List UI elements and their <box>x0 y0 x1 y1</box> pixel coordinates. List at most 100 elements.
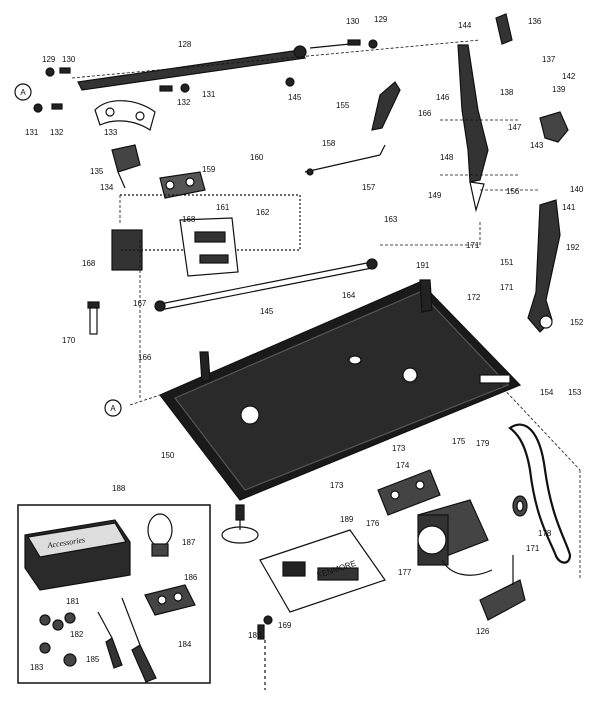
label-166: 166 <box>418 109 432 118</box>
label-131: 131 <box>202 90 216 99</box>
label-175: 175 <box>452 437 466 446</box>
label-192: 192 <box>566 243 580 252</box>
label-179: 179 <box>476 439 490 448</box>
label-173: 173 <box>330 481 344 490</box>
callout-a-top: A <box>14 83 32 101</box>
base-plate <box>159 279 522 501</box>
label-150: 150 <box>161 451 175 460</box>
label-186: 186 <box>184 573 198 582</box>
label-164: 164 <box>342 291 356 300</box>
label-141: 141 <box>562 203 576 212</box>
part-labels: 128 129 129 130 130 131 131 132 132 133 … <box>25 15 584 672</box>
light-bulb-187 <box>147 513 173 557</box>
label-153: 153 <box>568 388 582 397</box>
label-166: 166 <box>138 353 152 362</box>
label-143: 143 <box>530 141 544 150</box>
label-172: 172 <box>467 293 481 302</box>
label-171: 171 <box>526 544 540 553</box>
label-144: 144 <box>458 21 472 30</box>
label-138: 138 <box>500 88 514 97</box>
label-154: 154 <box>540 388 554 397</box>
label-149: 149 <box>428 191 442 200</box>
spool-part <box>221 504 259 544</box>
label-181: 181 <box>66 597 80 606</box>
part-143 <box>539 111 569 143</box>
motor-177 <box>417 499 493 576</box>
label-189: 189 <box>248 631 262 640</box>
screwdriver-185 <box>97 611 123 669</box>
leader-lines <box>71 39 581 580</box>
top-shaft <box>77 43 351 91</box>
label-139: 139 <box>552 85 566 94</box>
label-155: 155 <box>336 101 350 110</box>
label-160: 160 <box>250 153 264 162</box>
part-159 <box>159 171 206 199</box>
label-167: 167 <box>133 299 147 308</box>
label-151: 151 <box>500 258 514 267</box>
label-140: 140 <box>570 185 584 194</box>
label-158: 158 <box>322 139 336 148</box>
label-145: 145 <box>260 307 274 316</box>
label-126: 126 <box>476 627 490 636</box>
label-137: 137 <box>542 55 556 64</box>
label-188: 188 <box>112 484 126 493</box>
part-166 <box>371 81 401 131</box>
label-171: 171 <box>466 241 480 250</box>
label-147: 147 <box>508 123 522 132</box>
label-130: 130 <box>62 55 76 64</box>
label-163: 163 <box>384 215 398 224</box>
label-174: 174 <box>396 461 410 470</box>
label-177: 177 <box>398 568 412 577</box>
label-148: 148 <box>440 153 454 162</box>
label-152: 152 <box>570 318 584 327</box>
part-136 <box>495 13 513 45</box>
bracket-133 <box>94 100 156 131</box>
belt-179 <box>508 423 572 564</box>
label-189: 189 <box>340 515 354 524</box>
screwdriver-184 <box>121 597 157 683</box>
svg-text:A: A <box>20 88 26 97</box>
label-171: 171 <box>500 283 514 292</box>
card-189 <box>259 529 386 613</box>
label-178: 178 <box>538 529 552 538</box>
label-157: 157 <box>362 183 376 192</box>
label-136: 136 <box>528 17 542 26</box>
label-162: 162 <box>256 208 270 217</box>
label-182: 182 <box>70 630 84 639</box>
lever-146 <box>457 44 489 213</box>
label-183: 183 <box>30 663 44 672</box>
label-169: 169 <box>278 621 292 630</box>
label-132: 132 <box>50 128 64 137</box>
small-screws-top-left <box>33 39 378 113</box>
part-135 <box>111 144 141 189</box>
label-146: 146 <box>436 93 450 102</box>
label-187: 187 <box>182 538 196 547</box>
label-156: 156 <box>506 187 520 196</box>
label-168: 168 <box>182 215 196 224</box>
label-170: 170 <box>62 336 76 345</box>
label-185: 185 <box>86 655 100 664</box>
label-184: 184 <box>178 640 192 649</box>
plate-186 <box>144 584 196 616</box>
accessory-box-frame <box>17 504 211 684</box>
callout-a-bottom: A <box>104 399 122 417</box>
label-133: 133 <box>104 128 118 137</box>
label-130: 130 <box>346 17 360 26</box>
label-145: 145 <box>288 93 302 102</box>
part-168-frame <box>111 194 301 277</box>
label-161: 161 <box>216 203 230 212</box>
label-132: 132 <box>177 98 191 107</box>
bracket-126 <box>479 555 526 621</box>
rod-165 <box>154 258 378 312</box>
label-173: 173 <box>392 444 406 453</box>
small-parts-182-183 <box>39 612 77 667</box>
label-129: 129 <box>374 15 388 24</box>
presser-bar-151 <box>527 199 561 333</box>
label-168: 168 <box>82 259 96 268</box>
label-135: 135 <box>90 167 104 176</box>
pin-170 <box>87 301 100 335</box>
label-159: 159 <box>202 165 216 174</box>
label-129: 129 <box>42 55 56 64</box>
accessories-tin <box>24 519 131 591</box>
